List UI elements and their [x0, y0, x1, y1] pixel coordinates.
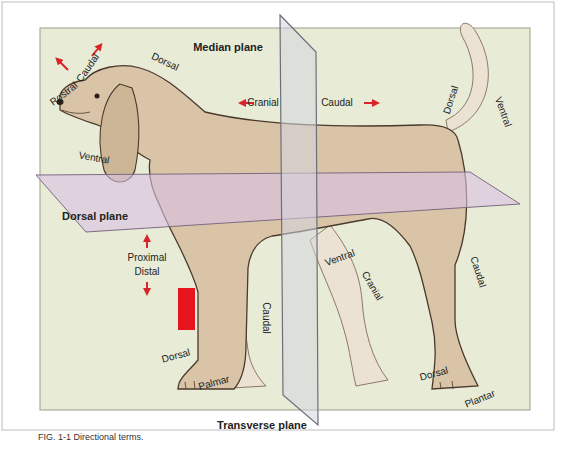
figure-caption: FIG. 1-1 Directional terms.	[38, 432, 144, 442]
plane-label: Transverse plane	[217, 420, 307, 431]
direction-label: Cranial	[247, 98, 279, 108]
dog-eye	[95, 94, 100, 99]
proximal-arrow	[146, 238, 148, 248]
direction-label: Caudal	[321, 98, 353, 108]
red-marker	[178, 288, 195, 330]
direction-label: Proximal	[128, 253, 167, 263]
direction-label: Caudal	[261, 302, 271, 334]
rostral-arrow	[58, 60, 68, 70]
dorsal-plane	[36, 172, 520, 232]
caudal-arrow	[364, 102, 376, 104]
transverse-plane	[280, 15, 318, 425]
dog-ear	[100, 84, 139, 182]
frame	[2, 2, 554, 430]
direction-label: Distal	[134, 267, 159, 277]
distal-arrow	[146, 282, 148, 292]
tail	[446, 23, 488, 132]
far-hind-leg	[310, 225, 388, 386]
plane-label: Dorsal plane	[62, 211, 128, 222]
dog-mouth	[62, 110, 90, 113]
plane-label: Median plane	[193, 42, 263, 53]
